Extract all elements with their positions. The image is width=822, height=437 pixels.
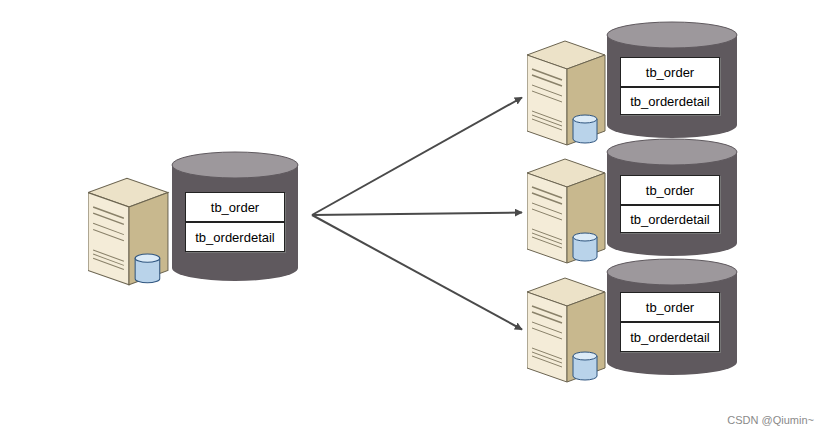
server-icon (88, 178, 168, 285)
database-server: tb_order tb_orderdetail (522, 272, 740, 387)
table-name: tb_order (211, 200, 259, 215)
database-cylinder (607, 22, 737, 138)
database-cylinder (607, 259, 737, 375)
server-icon (527, 41, 605, 145)
replication-arrow (312, 213, 522, 216)
table-box: tb_order (620, 292, 720, 322)
table-name: tb_order (646, 300, 694, 315)
watermark: CSDN @Qiumin~ (727, 414, 814, 426)
table-box: tb_orderdetail (620, 322, 720, 352)
table-name: tb_order (646, 183, 694, 198)
table-box: tb_order (620, 175, 720, 205)
database-server: tb_order tb_orderdetail (522, 40, 740, 155)
replication-arrow (312, 98, 522, 216)
table-box: tb_order (185, 192, 285, 222)
table-box: tb_order (620, 57, 720, 87)
table-name: tb_orderdetail (630, 330, 710, 345)
database-server: tb_order tb_orderdetail (88, 140, 308, 290)
database-cylinder (172, 152, 298, 281)
table-box: tb_orderdetail (620, 205, 720, 233)
table-name: tb_orderdetail (630, 94, 710, 109)
replication-arrow (312, 215, 522, 330)
table-name: tb_order (646, 65, 694, 80)
database-cylinder (607, 139, 737, 256)
server-icon (527, 159, 605, 263)
table-box: tb_orderdetail (620, 87, 720, 115)
table-box: tb_orderdetail (185, 222, 285, 252)
table-name: tb_orderdetail (630, 212, 710, 227)
server-icon (527, 278, 605, 382)
database-server: tb_order tb_orderdetail (522, 155, 740, 270)
table-name: tb_orderdetail (195, 230, 275, 245)
